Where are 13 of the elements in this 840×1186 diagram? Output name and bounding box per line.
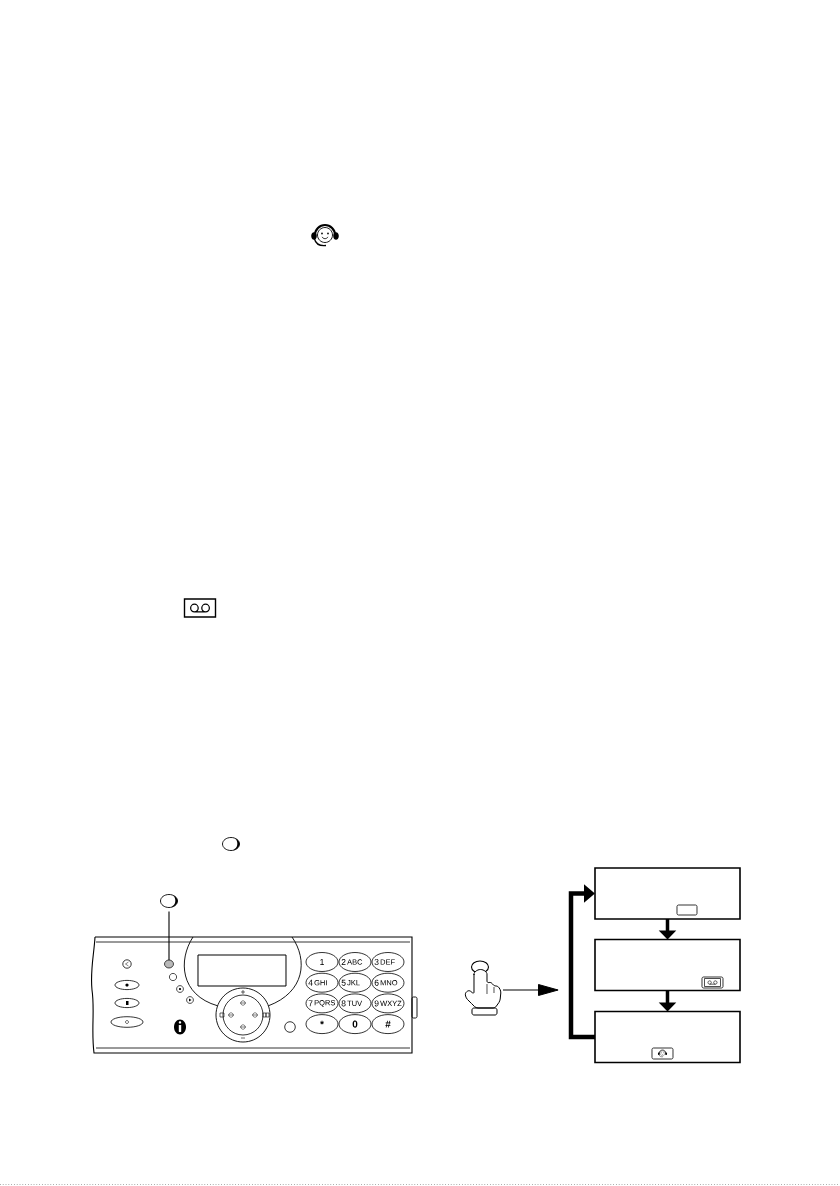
display-box: [594, 867, 741, 920]
keypad-key: 0: [338, 1014, 372, 1034]
leader-line: [168, 910, 170, 961]
keypad-key: *: [305, 1014, 339, 1034]
display-box: [594, 1010, 741, 1064]
keypad-key: 1: [305, 952, 339, 972]
keypad-key: #: [371, 1014, 405, 1034]
phone-button: [164, 959, 174, 969]
button-icon: [160, 894, 178, 908]
loop-arrow: [568, 884, 595, 1040]
display-box: [594, 938, 741, 992]
arrow: [502, 984, 559, 996]
pointing-hand: [464, 960, 502, 1016]
